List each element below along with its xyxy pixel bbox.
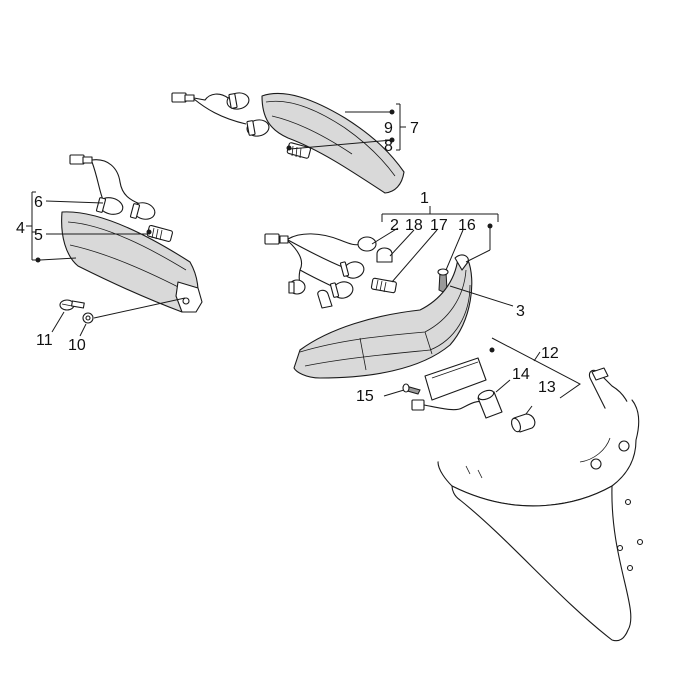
top-wiring-harness: [171, 92, 270, 137]
callout-15: 15: [356, 388, 374, 405]
plate-light-bracket: [424, 347, 495, 401]
top-turn-signal-lens: [261, 92, 405, 194]
callout-group-4: [26, 191, 150, 263]
rear-light-lens-3: [293, 254, 473, 379]
callout-16: 16: [458, 217, 476, 234]
left-bulb-socket: [146, 224, 173, 243]
rear-mudguard: [437, 367, 644, 642]
top-bulb-socket: [286, 142, 312, 159]
callout-13: 13: [538, 379, 556, 396]
rear-wiring-harness: [264, 233, 377, 299]
left-turn-signal-assembly: 6 5 4 11 10: [16, 154, 203, 354]
callout-11: 11: [36, 332, 53, 349]
bulb-holder-14: [477, 389, 503, 419]
callout-9: 9: [384, 120, 393, 137]
callout-17: 17: [430, 217, 448, 234]
top-turn-signal-assembly: 9 8 7: [171, 92, 419, 194]
small-bulb: [317, 289, 333, 309]
left-turn-signal-lens: [61, 211, 203, 313]
screw-15: [402, 383, 421, 395]
callout-group-7: [289, 103, 406, 151]
callout-4: 4: [16, 220, 25, 237]
callout-8: 8: [384, 138, 393, 155]
callout-2: 2: [390, 217, 399, 234]
callout-group-12: [383, 337, 581, 415]
washer-10: [82, 312, 94, 324]
left-wiring-harness: [69, 154, 156, 220]
callout-5: 5: [34, 227, 43, 244]
license-plate-light-assembly: 12 14 13 15: [356, 337, 581, 433]
plate-light-wire: [411, 399, 485, 411]
callout-10: 10: [68, 337, 86, 354]
bulb-13: [510, 413, 536, 433]
bulb-18: [376, 247, 393, 263]
screw-16: [437, 268, 449, 293]
callout-1: 1: [420, 190, 429, 207]
callout-18: 18: [405, 217, 423, 234]
screw-11: [59, 299, 85, 311]
callout-group-1: [371, 206, 514, 307]
callout-3: 3: [516, 303, 525, 320]
callout-12: 12: [541, 345, 559, 362]
callout-6: 6: [34, 194, 43, 211]
callout-7: 7: [410, 120, 419, 137]
bulb-socket-17: [370, 277, 397, 294]
rear-light-assembly: 1 2 18 17 16 3: [264, 190, 525, 379]
callout-14: 14: [512, 366, 530, 383]
